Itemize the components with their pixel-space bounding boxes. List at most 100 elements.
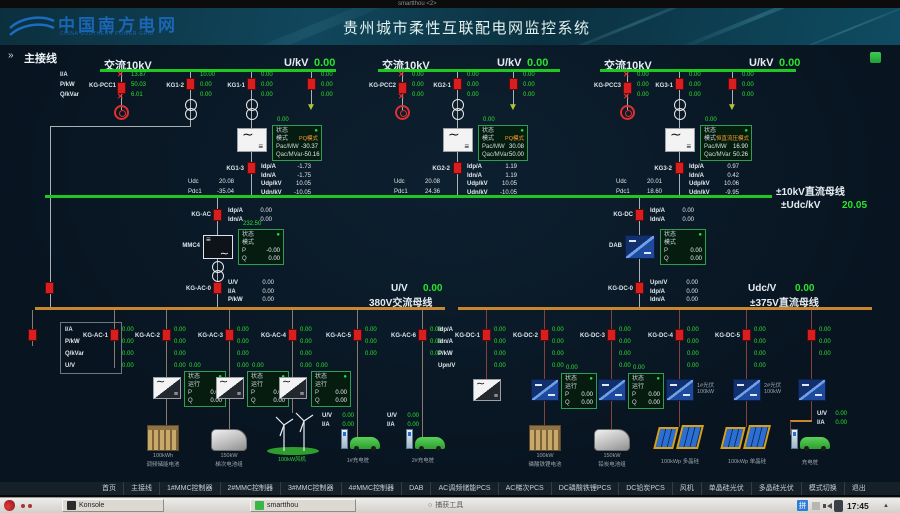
panel-value: 0.00 [633,365,645,371]
breaker-label: KG-DC-2 [513,333,538,339]
toolbar-ac-pcs1-button[interactable]: AC调频储能PCS [430,482,497,495]
breaker-kg3-2[interactable] [675,162,684,174]
ime-icon[interactable]: 拼 [797,500,808,511]
notice-icon[interactable] [870,52,881,63]
toolbar-main-diagram-button[interactable]: 主接线 [123,482,159,495]
capture-label: 捕获工具 [435,502,464,509]
disconnector-icon: ✕ [398,92,405,101]
charger-post-icon [341,429,348,449]
breaker[interactable] [509,78,518,90]
breaker-kg2-1[interactable] [453,78,462,90]
load-name: 调频储能电池 [146,462,180,468]
breaker-kg-pcc1[interactable] [117,82,126,94]
breaker-kg-pcc2[interactable] [398,82,407,94]
battery-pack-icon [211,429,247,451]
breaker-kg-ac-0[interactable] [213,282,222,294]
breaker[interactable] [307,78,316,90]
tray-dot-icon[interactable] [28,504,32,508]
app-menu-icon[interactable] [4,500,15,511]
breaker-kg-dc-0[interactable] [635,282,644,294]
u-label: Udc/V [748,283,777,294]
u-label: U/kV [497,57,522,69]
toolbar-home-button[interactable]: 首页 [102,485,116,492]
wire [611,310,612,380]
breaker-kg-ac-2[interactable] [162,329,171,341]
toolbar-ac-pcs2-button[interactable]: AC梯次PCS [497,482,551,495]
wire [811,310,812,380]
breaker-kg1-3[interactable] [247,162,256,174]
status-dot-icon: ● [276,232,280,238]
breadcrumb[interactable]: 主接线 [24,53,57,65]
breaker-kg-dc-3[interactable] [607,329,616,341]
ac-bus [600,69,796,72]
grid-source-icon [395,105,410,120]
ac-bus [378,69,560,72]
volume-icon[interactable] [823,503,832,509]
dcdc-converter-icon [666,379,694,401]
breaker-kg-ac[interactable] [213,209,222,221]
u-value: 0.00 [314,57,336,69]
u-value: 0.00 [423,283,443,294]
breaker[interactable] [45,282,54,294]
breaker-kg-ac-5[interactable] [353,329,362,341]
breaker-kg-dc-5[interactable] [742,329,751,341]
breaker-label: KG2-1 [433,83,451,89]
breaker-kg-ac-1[interactable] [110,329,119,341]
clock: 17:45 [847,501,869,511]
breaker-kg-dc-2[interactable] [540,329,549,341]
breaker[interactable] [728,78,737,90]
breaker[interactable] [807,329,816,341]
u-value: 0.00 [779,57,801,69]
toolbar-wind-button[interactable]: 风机 [671,482,701,495]
disconnector-icon: ✕ [623,92,630,101]
taskbar-smartthou-button[interactable]: smartthou [250,499,356,512]
breaker-label: KG3-2 [654,166,672,172]
breaker-kg-dc-4[interactable] [675,329,684,341]
tray-icon[interactable] [812,502,820,510]
toolbar-mmc2-button[interactable]: 2#MMC控制器 [219,482,281,495]
breaker[interactable] [28,329,37,341]
breaker-kg-dc-1[interactable] [482,329,491,341]
tray-shield-icon[interactable] [834,500,843,512]
breaker-kg1-2[interactable] [186,78,195,90]
toolbar-mmc1-button[interactable]: 1#MMC控制器 [159,482,220,495]
breaker-kg-ac-3[interactable] [225,329,234,341]
toolbar-pv-mono-button[interactable]: 单晶硅光伏 [700,482,751,495]
toolbar-mode-switch-button[interactable]: 模式切换 [800,482,844,495]
toolbar-dc-pcs1-button[interactable]: DC磷酸铁锂PCS [550,482,619,495]
breaker-label: KG-DC [613,212,633,218]
capture-tool[interactable]: ○ 捕获工具 [428,500,463,510]
battery-cabinet-icon [147,425,179,451]
app-toolbar [0,482,900,495]
breaker-kg-ac-6[interactable] [418,329,427,341]
toolbar-mmc3-button[interactable]: 3#MMC控制器 [280,482,341,495]
converter-note: 1#光伏 [697,383,715,389]
breaker-kg3-1[interactable] [675,78,684,90]
tray-expand-icon[interactable]: ▲ [883,503,889,509]
toolbar-dab-button[interactable]: DAB [401,482,430,495]
wire [679,310,680,380]
toolbar-mmc4-button[interactable]: 4#MMC控制器 [340,482,402,495]
toolbar-pv-poly-button[interactable]: 多晶硅光伏 [750,482,801,495]
acdc-converter-icon [473,377,501,401]
tray-dot-icon[interactable] [21,504,25,508]
toolbar-dc-pcs2-button[interactable]: DC铅炭PCS [618,482,672,495]
breaker-kg1-1[interactable] [247,78,256,90]
load-name: 梯次电池组 [215,462,243,468]
grid-source-icon [620,105,635,120]
charger-post-icon [791,429,798,449]
ev-car-icon [415,437,445,451]
breaker-kg-dc[interactable] [635,209,644,221]
breaker-kg2-2[interactable] [453,162,462,174]
divider [0,495,900,497]
toolbar-exit-button[interactable]: 退出 [843,482,873,495]
breaker-kg-ac-4[interactable] [288,329,297,341]
breaker-kg-pcc3[interactable] [623,82,632,94]
wire [790,421,791,435]
taskbar-konsole-button[interactable]: Konsole [62,499,164,512]
